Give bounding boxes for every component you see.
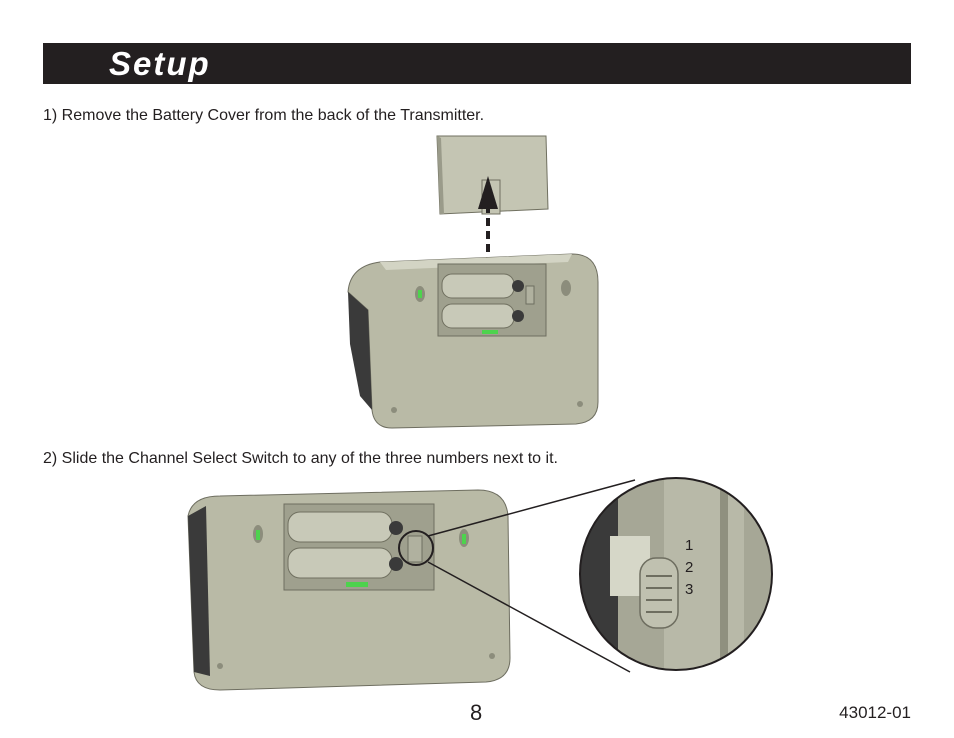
callout-line-top bbox=[427, 479, 636, 537]
switch-number-3: 3 bbox=[685, 581, 693, 598]
switch-number-1: 1 bbox=[685, 537, 693, 554]
page-number: 8 bbox=[470, 700, 483, 725]
transmitter-back-image bbox=[187, 489, 511, 691]
callout-line-bottom bbox=[427, 561, 631, 673]
document-code: 43012-01 bbox=[839, 703, 911, 722]
section-title: Setup bbox=[109, 45, 211, 82]
step-2-instruction: 2) Slide the Channel Select Switch to an… bbox=[43, 450, 558, 467]
magnified-switch-view: 1 2 3 bbox=[579, 477, 773, 671]
channel-switch-illustration: 1 2 3 bbox=[187, 477, 773, 691]
battery-cover-removal-illustration bbox=[347, 135, 599, 429]
transmitter-back-image bbox=[347, 253, 599, 429]
channel-slide-switch bbox=[639, 557, 679, 629]
section-header: Setup bbox=[43, 43, 911, 84]
switch-number-2: 2 bbox=[685, 559, 693, 576]
switch-highlight-circle bbox=[398, 530, 434, 566]
step-1-instruction: 1) Remove the Battery Cover from the bac… bbox=[43, 107, 485, 124]
